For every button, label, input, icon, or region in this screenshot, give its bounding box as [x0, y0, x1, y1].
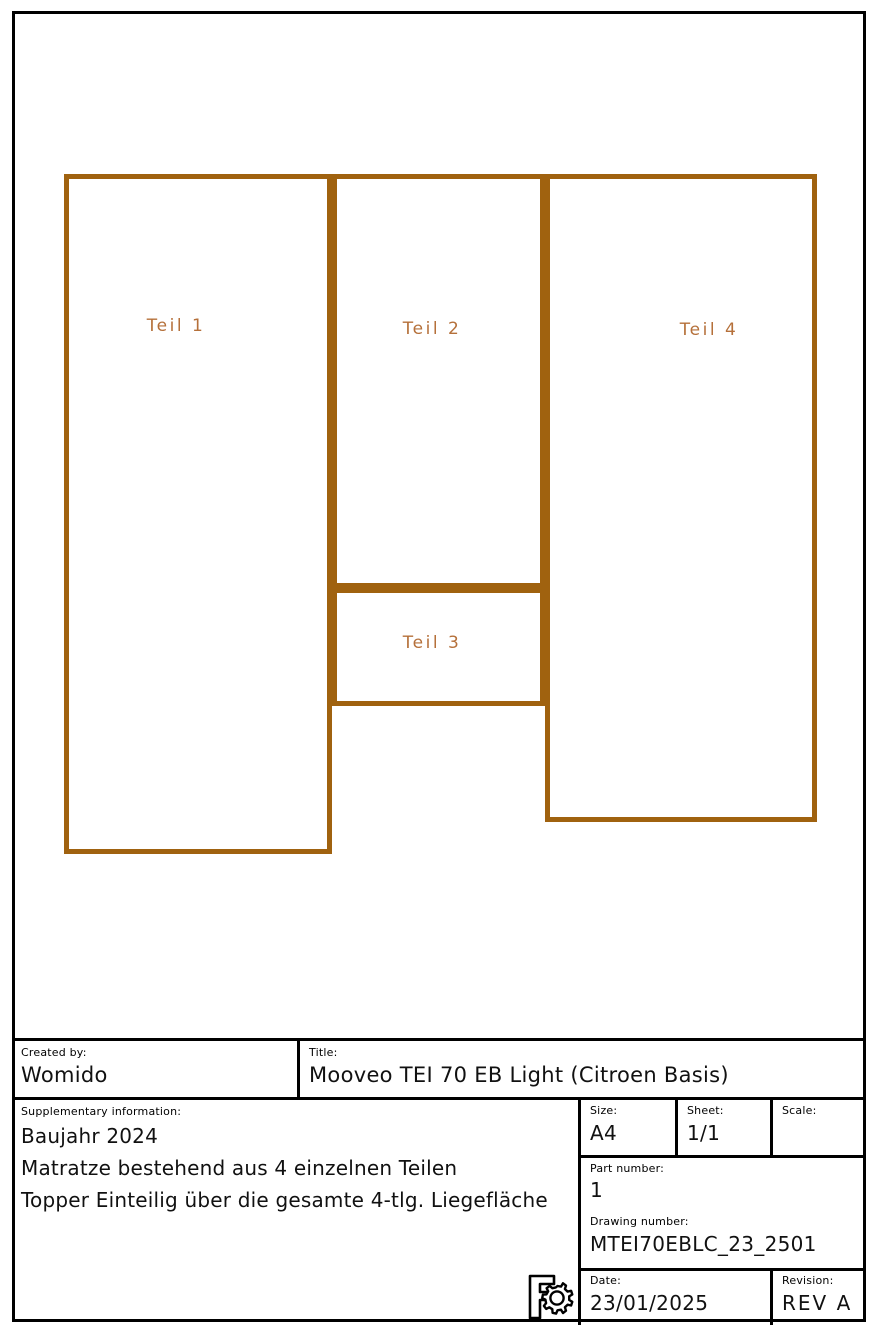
- date-caption: Date:: [590, 1274, 621, 1287]
- title-caption: Title:: [309, 1046, 338, 1059]
- size-value[interactable]: A4: [590, 1121, 618, 1145]
- date-cell: Date: 23/01/2025: [581, 1271, 770, 1325]
- created-by-caption: Created by:: [21, 1046, 87, 1059]
- supplementary-lines: Baujahr 2024 Matratze bestehend aus 4 ei…: [21, 1120, 548, 1216]
- freecad-logo-icon: [524, 1272, 578, 1322]
- size-cell: Size: A4: [581, 1100, 675, 1155]
- size-caption: Size:: [590, 1104, 618, 1117]
- part-label-teil-1: Teil 1: [146, 316, 206, 336]
- part-number-cell: Part number: 1: [581, 1158, 866, 1213]
- part-rect-teil-2[interactable]: [332, 174, 545, 588]
- title-cell: Title: Mooveo TEI 70 EB Light (Citroen B…: [300, 1041, 866, 1097]
- revision-value[interactable]: REV A: [782, 1291, 853, 1315]
- revision-cell: Revision: REV A: [773, 1271, 866, 1325]
- supplementary-caption: Supplementary information:: [21, 1105, 182, 1118]
- sheet-cell: Sheet: 1/1: [678, 1100, 770, 1155]
- supplementary-line-2: Matratze bestehend aus 4 einzelnen Teile…: [21, 1156, 458, 1180]
- tb-hline-row3: [578, 1268, 866, 1271]
- sheet-value[interactable]: 1/1: [687, 1121, 721, 1145]
- tb-vline-sheet: [675, 1097, 678, 1155]
- created-by-cell: Created by: Womido: [12, 1041, 297, 1097]
- supplementary-line-1: Baujahr 2024: [21, 1124, 159, 1148]
- title-value[interactable]: Mooveo TEI 70 EB Light (Citroen Basis): [309, 1063, 729, 1087]
- drawing-number-caption: Drawing number:: [590, 1215, 689, 1228]
- part-label-teil-4: Teil 4: [679, 320, 739, 340]
- sheet-caption: Sheet:: [687, 1104, 724, 1117]
- part-rect-teil-1[interactable]: [64, 174, 332, 854]
- supplementary-cell: Supplementary information: Baujahr 2024 …: [12, 1100, 578, 1325]
- scale-caption: Scale:: [782, 1104, 817, 1117]
- created-by-value[interactable]: Womido: [21, 1063, 108, 1087]
- tb-hline-row1: [12, 1097, 866, 1100]
- date-value[interactable]: 23/01/2025: [590, 1291, 709, 1315]
- part-rect-teil-4[interactable]: [545, 174, 817, 822]
- part-label-teil-3: Teil 3: [402, 633, 462, 653]
- revision-caption: Revision:: [782, 1274, 834, 1287]
- tb-vline-title: [297, 1041, 300, 1097]
- part-label-teil-2: Teil 2: [402, 319, 462, 339]
- part-number-caption: Part number:: [590, 1162, 665, 1175]
- drawing-number-value[interactable]: MTEI70EBLC_23_2501: [590, 1232, 817, 1256]
- tb-hline-row2: [578, 1155, 866, 1158]
- scale-cell: Scale:: [773, 1100, 866, 1155]
- part-rect-teil-3[interactable]: [332, 588, 545, 706]
- title-block: Created by: Womido Title: Mooveo TEI 70 …: [12, 1038, 866, 1325]
- sheet-border: [12, 11, 866, 1322]
- drawing-number-cell: Drawing number: MTEI70EBLC_23_2501: [581, 1213, 866, 1268]
- drawing-area: Teil 1 Teil 2 Teil 3 Teil 4: [64, 174, 817, 854]
- part-number-value[interactable]: 1: [590, 1178, 604, 1202]
- supplementary-line-3: Topper Einteilig über die gesamte 4-tlg.…: [21, 1188, 548, 1212]
- tb-vline-revision: [770, 1271, 773, 1325]
- tb-vline-right-col: [578, 1097, 581, 1325]
- tb-vline-scale: [770, 1097, 773, 1155]
